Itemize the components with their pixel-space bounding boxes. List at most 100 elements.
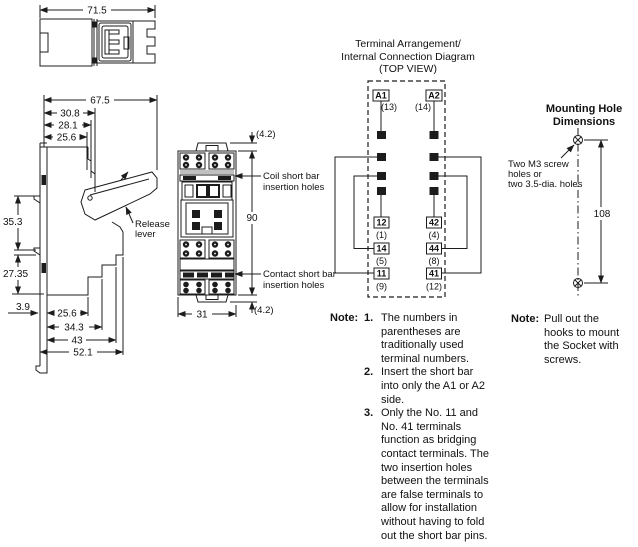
terminal-41-label: 41 (429, 269, 439, 279)
mounting-hole-diagram: 108 Two M3 screw holes or two 3.5-dia. h… (508, 128, 612, 298)
contact-label-line2: insertion holes (263, 280, 325, 291)
notes-label: Note: (330, 312, 359, 324)
hole-label-line2: holes or (508, 169, 542, 180)
note-line: between the terminals (381, 475, 489, 488)
note-line: The numbers in (381, 312, 458, 324)
top-view-drawing: 71.5 (39, 5, 156, 67)
note-line: without having to fold (381, 515, 485, 528)
note-line: No. 41 terminals (381, 420, 462, 433)
relay-well (180, 199, 234, 238)
note-2-text: Insert the short bar into only the A1 or… (381, 366, 498, 407)
top-view-dim-71-5: 71.5 (39, 5, 156, 18)
dim-90-label: 90 (246, 213, 258, 224)
lower-screw-terminals-row2 (183, 281, 231, 294)
terminal-title-line2: Internal Connection Diagram (341, 50, 475, 63)
note-1-number: 1. (364, 312, 374, 324)
note-line: side. (381, 393, 405, 406)
side-view-bottom-dims: 3.9 25.6 34.3 43 52.1 (8, 257, 124, 359)
contact-holes-callout: Contact short bar insertion holes (234, 269, 336, 291)
side-view-top-dims: 67.5 30.8 28.1 25.6 (43, 95, 158, 190)
note-2-number: 2. (364, 366, 374, 379)
note-line: function as bridging (381, 434, 477, 447)
dim-43-label: 43 (71, 336, 83, 347)
note-line: out the short bar pins. (381, 529, 488, 542)
terminal-11-label: 11 (377, 269, 387, 279)
terminal-42-label: 42 (429, 218, 439, 228)
dim-35-3-label: 35.3 (3, 217, 23, 228)
front-view-drawing: (4.2) 90 (4.2) 31 Coil short bar inserti… (177, 129, 336, 321)
dim-25-6-upper-label: 25.6 (57, 133, 77, 144)
contact-label-line1: Contact short bar (263, 269, 336, 280)
terminal-a2-label: A2 (428, 91, 440, 101)
terminal-a1-sub: (13) (381, 102, 397, 112)
terminal-a2: A2 (14) (415, 89, 443, 131)
dim-52-1-label: 52.1 (73, 348, 93, 359)
dim-34-3-label: 34.3 (64, 323, 84, 334)
note-right-text: Pull out the hooks to mount the Socket w… (544, 313, 636, 367)
dim-3-9-label: 3.9 (16, 302, 30, 313)
note-line: into only the A1 or A2 (381, 379, 485, 392)
coil-short-bar-holes (179, 174, 235, 182)
note-1-text: The numbers in parentheses are tradition… (381, 312, 498, 366)
release-lever-label-line2: lever (135, 229, 156, 240)
side-view-body (33, 142, 158, 374)
dim-31-label: 31 (196, 310, 208, 321)
terminal-title-line1: Terminal Arrangement/ (355, 38, 461, 50)
coil-holes-callout: Coil short bar insertion holes (234, 171, 325, 193)
dim-25-6-lower-label: 25.6 (57, 309, 77, 320)
terminal-diagram-title: Terminal Arrangement/ Internal Connectio… (338, 38, 478, 76)
screw-hole-bottom (573, 278, 583, 288)
terminal-11-sub: (9) (376, 282, 387, 292)
screw-hole-callout: Two M3 screw holes or two 3.5-dia. holes (508, 144, 583, 190)
note-3-number: 3. (364, 407, 374, 420)
note-right: Note: Pull out the hooks to mount the So… (511, 313, 636, 367)
top-view-body (39, 18, 156, 67)
note-line: are false terminals to (381, 488, 484, 501)
terminal-a2-sub: (14) (415, 102, 431, 112)
terminal-11: 11 (9) (373, 267, 390, 292)
terminal-41-sub: (12) (426, 282, 442, 292)
mounting-title-line2: Dimensions (552, 115, 616, 128)
terminal-12-sub: (1) (376, 230, 387, 240)
note-line: hooks to mount (544, 326, 620, 339)
terminal-pins (377, 131, 439, 217)
release-lever-callout: Release lever (125, 206, 170, 240)
terminal-arrangement-diagram: A1 (13) A2 (14) (334, 80, 482, 298)
dim-71-5-label: 71.5 (87, 6, 107, 17)
note-line: terminal numbers. (381, 352, 470, 365)
note-line: Only the No. 11 and (381, 407, 479, 420)
notes-left: Note: 1. The numbers in parentheses are … (330, 312, 498, 543)
dim-30-8-label: 30.8 (60, 109, 80, 120)
dim-4-2-bottom-label: (4.2) (254, 305, 274, 316)
note-line: allow for installation (381, 502, 477, 515)
release-lever-label-line1: Release (135, 219, 170, 230)
terminal-41: 41 (12) (426, 267, 442, 292)
front-view-body (177, 142, 237, 303)
terminal-44-label: 44 (429, 244, 439, 254)
note-right-label: Note: (511, 313, 540, 325)
terminal-44-sub: (8) (429, 256, 440, 266)
note-3-text: Only the No. 11 and No. 41 terminals fun… (381, 407, 498, 543)
lower-screw-terminals-row1 (182, 241, 232, 257)
terminal-42-sub: (4) (429, 230, 440, 240)
note-line: contact terminals. The (381, 447, 490, 460)
terminal-14: 14 (5) (373, 242, 390, 266)
hole-label-line1: Two M3 screw (508, 159, 569, 170)
front-view-dims: (4.2) 90 (4.2) 31 (177, 129, 276, 321)
hole-label-line3: two 3.5-dia. holes (508, 179, 583, 190)
hole-spacing-dim: 108 (584, 139, 612, 284)
mounting-hole-title: Mounting Hole Dimensions (524, 103, 638, 128)
bridging-connections (334, 156, 482, 274)
terminal-14-sub: (5) (376, 256, 387, 266)
upper-screw-terminals (182, 154, 232, 169)
screw-hole-top (573, 135, 583, 145)
side-view-left-dims: 35.3 27.35 (2, 195, 44, 295)
terminal-a1: A1 (13) (372, 89, 397, 131)
note-line: Insert the short bar (381, 366, 474, 379)
terminal-12-label: 12 (376, 218, 386, 228)
dim-4-2-top-label: (4.2) (256, 129, 276, 140)
terminal-42: 42 (4) (426, 216, 442, 240)
terminal-44: 44 (8) (426, 242, 442, 266)
note-line: the Socket with (544, 340, 619, 352)
